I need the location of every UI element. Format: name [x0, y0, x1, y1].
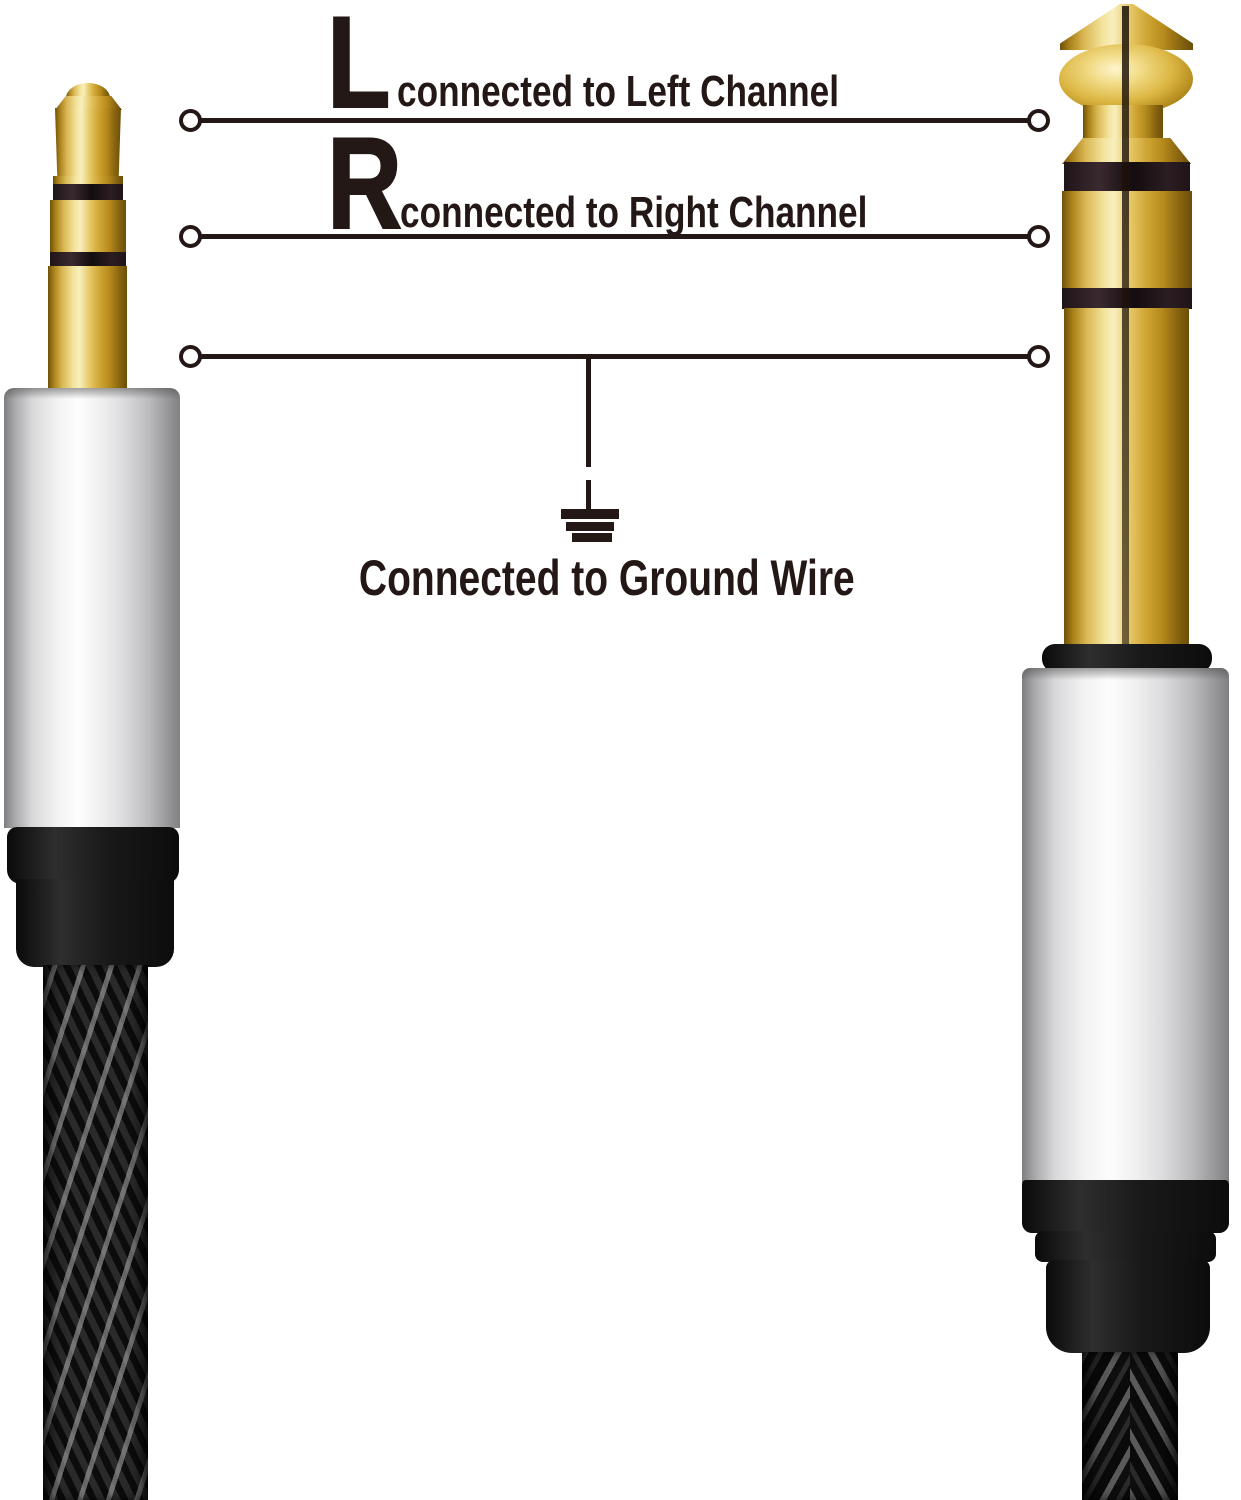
left-plug-boot-ring: [7, 827, 179, 884]
right-plug-boot-cap: [1046, 1260, 1210, 1353]
ground-symbol-bar-1: [561, 509, 619, 519]
right-plug-boot-band-2: [1035, 1231, 1216, 1262]
left-channel-label-text: connected to Left Channel: [397, 67, 839, 116]
left-plug-insulator-ring-2: [50, 252, 126, 267]
right-cable-braid-right: [1130, 1352, 1178, 1500]
right-plug-boot-band-1: [1022, 1180, 1229, 1233]
left-cable: [43, 965, 148, 1500]
right-channel-line: [200, 234, 1028, 239]
left-plug-tip-dome: [66, 83, 110, 99]
right-channel-label-text: connected to Right Channel: [400, 188, 868, 237]
left-channel-terminal-left: [179, 109, 202, 132]
right-channel-big-letter: R: [326, 110, 421, 256]
ground-symbol-bar-3: [572, 533, 612, 542]
left-channel-big-letter-text: L: [326, 0, 391, 135]
left-plug-barrel-bevel: [4, 388, 180, 399]
ground-terminal-right: [1027, 345, 1050, 368]
right-plug-barrel: [1022, 668, 1229, 1182]
left-channel-label: connected to Left Channel: [397, 70, 949, 114]
left-plug-tip-body: [55, 108, 121, 178]
ground-drop-line: [586, 357, 591, 467]
ground-symbol-stub: [586, 480, 591, 511]
right-cable-braid-left: [1082, 1352, 1130, 1500]
right-plug-reflection-stripe: [1122, 6, 1129, 646]
right-plug-barrel-bevel: [1022, 668, 1229, 680]
right-channel-label: connected to Right Channel: [400, 191, 984, 235]
right-channel-terminal-left: [179, 225, 202, 248]
ground-terminal-left: [179, 345, 202, 368]
ground-line: [200, 354, 1028, 359]
left-plug-tip-cone: [55, 96, 122, 110]
left-plug-ring-contact: [50, 200, 126, 253]
left-channel-terminal-right: [1027, 109, 1050, 132]
left-plug-boot: [16, 879, 174, 967]
ground-label: Connected to Ground Wire: [289, 553, 889, 603]
right-channel-terminal-right: [1027, 225, 1050, 248]
right-cable: [1082, 1352, 1178, 1500]
left-plug-tip-flare: [53, 176, 123, 186]
ground-symbol-bar-2: [566, 522, 614, 531]
left-plug-barrel: [4, 388, 180, 828]
left-channel-big-letter: L: [326, 0, 406, 135]
left-plug-insulator-ring-1: [53, 184, 123, 201]
ground-label-text: Connected to Ground Wire: [358, 550, 855, 606]
right-plug-collar: [1042, 644, 1212, 672]
left-plug-sleeve: [48, 266, 127, 390]
right-channel-big-letter-text: R: [326, 110, 403, 256]
left-channel-line: [200, 118, 1028, 123]
